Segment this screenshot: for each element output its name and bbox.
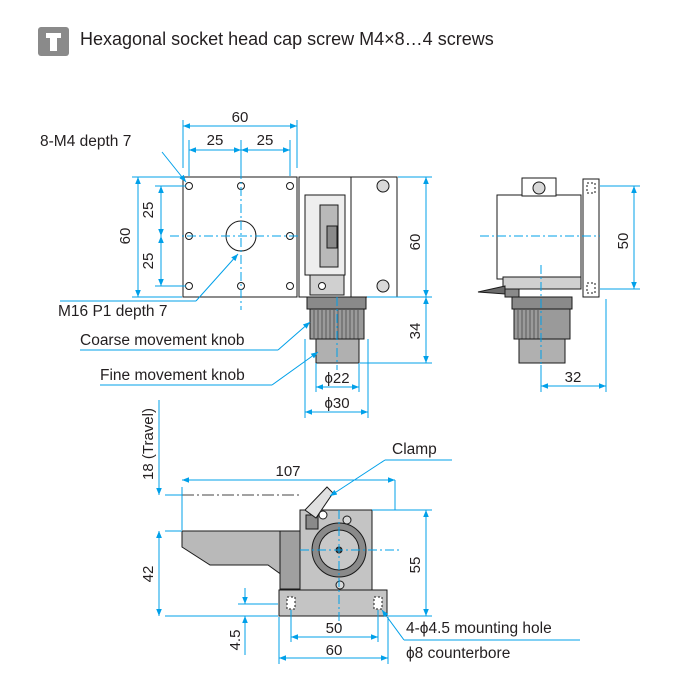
dim-front-length: 107: [275, 463, 300, 480]
dim-top-half-right: 25: [257, 132, 274, 149]
label-tapped-holes: 8-M4 depth 7: [40, 133, 131, 150]
screw-note: Hexagonal socket head cap screw M4×8…4 s…: [80, 29, 494, 49]
dim-base-width: 60: [326, 642, 343, 659]
dim-coarse-knob-dia: ϕ30: [324, 395, 349, 412]
label-clamp: Clamp: [392, 441, 437, 458]
dim-side-height: 50: [615, 233, 632, 250]
side-view-fine-knob: [518, 338, 566, 364]
dim-left-height: 60: [117, 228, 134, 245]
dim-hole-pitch: 50: [326, 620, 343, 637]
dim-fine-knob-dia: ϕ22: [324, 370, 349, 387]
side-view: 50 32: [477, 177, 640, 392]
dim-side-width: 32: [565, 369, 582, 386]
label-mounting-hole: 4-ϕ4.5 mounting hole: [406, 620, 552, 637]
dim-top-width: 60: [232, 109, 249, 126]
screw-icon: [38, 27, 69, 56]
label-counterbore: ϕ8 counterbore: [406, 645, 510, 662]
dim-base-thickness: 4.5: [227, 630, 244, 651]
top-view: 60 25 25 60 25 25 60 34: [40, 109, 432, 418]
side-view-body: [496, 194, 582, 280]
front-view: 107 18 (Travel) 42 55 4.5 50 60: [140, 400, 580, 664]
dim-table-height: 42: [140, 566, 157, 583]
label-coarse-knob: Coarse movement knob: [80, 332, 245, 349]
front-view-base: [278, 589, 388, 617]
label-center-thread: M16 P1 depth 7: [58, 303, 167, 320]
dim-left-upper: 25: [140, 202, 157, 219]
dim-overall-height: 55: [407, 557, 424, 574]
dim-knob-length: 34: [407, 323, 424, 340]
dim-top-half-left: 25: [207, 132, 224, 149]
dim-travel: 18 (Travel): [140, 408, 157, 480]
label-fine-knob: Fine movement knob: [100, 367, 245, 384]
dim-left-lower: 25: [140, 253, 157, 270]
tapped-holes: [185, 182, 294, 290]
dim-right-height: 60: [407, 234, 424, 251]
